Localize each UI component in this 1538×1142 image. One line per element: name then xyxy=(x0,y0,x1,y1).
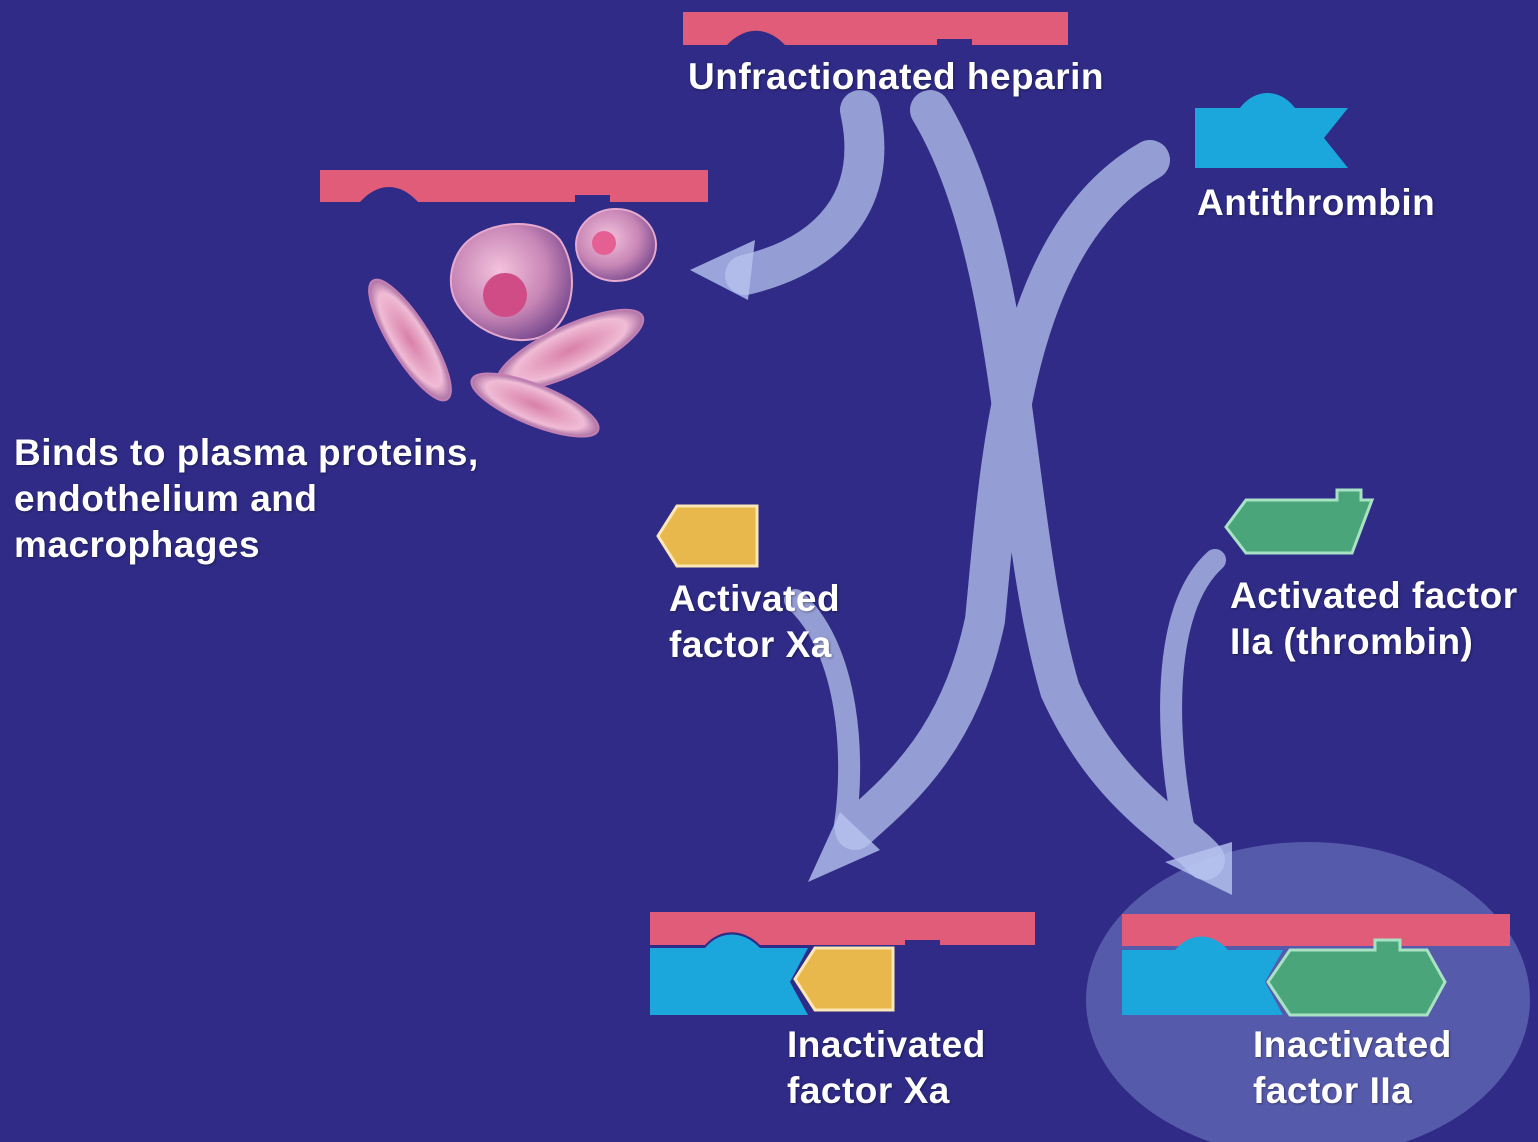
factor-iia-line-1: Activated factor xyxy=(1230,573,1518,619)
inactivated-xa-line-1: Inactivated xyxy=(787,1022,986,1068)
inactivated-iia-label: Inactivated factor IIa xyxy=(1253,1022,1452,1114)
arrowhead-to-cells xyxy=(690,240,755,300)
antithrombin-label: Antithrombin xyxy=(1197,180,1435,226)
inactivated-xa-label: Inactivated factor Xa xyxy=(787,1022,986,1114)
arrow-to-cells xyxy=(745,110,864,275)
heparin-chain-top xyxy=(683,12,1068,45)
factor-iia-shape xyxy=(1226,490,1372,553)
antithrombin-label-text: Antithrombin xyxy=(1197,180,1435,226)
inactivated-iia-line-2: factor IIa xyxy=(1253,1068,1452,1114)
binds-line-3: macrophages xyxy=(14,522,479,568)
binds-line-2: endothelium and xyxy=(14,476,479,522)
factor-xa-shape xyxy=(658,506,757,566)
inactivated-iia-line-1: Inactivated xyxy=(1253,1022,1452,1068)
factor-xa-line-2: factor Xa xyxy=(669,622,840,668)
cells-cluster xyxy=(356,209,656,449)
binds-label: Binds to plasma proteins, endothelium an… xyxy=(14,430,479,568)
antithrombin-shape xyxy=(1195,93,1348,168)
complex-xa xyxy=(650,912,1035,1015)
factor-iia-label: Activated factor IIa (thrombin) xyxy=(1230,573,1518,665)
heparin-label: Unfractionated heparin xyxy=(688,54,1104,100)
factor-xa-line-1: Activated xyxy=(669,576,840,622)
arrow-iia-to-complex xyxy=(1171,560,1215,835)
binds-line-1: Binds to plasma proteins, xyxy=(14,430,479,476)
arrows xyxy=(745,110,1215,860)
heparin-chain-bound xyxy=(320,170,708,202)
factor-xa-label: Activated factor Xa xyxy=(669,576,840,668)
inactivated-xa-line-2: factor Xa xyxy=(787,1068,986,1114)
heparin-label-text: Unfractionated heparin xyxy=(688,54,1104,100)
factor-iia-line-2: IIa (thrombin) xyxy=(1230,619,1518,665)
